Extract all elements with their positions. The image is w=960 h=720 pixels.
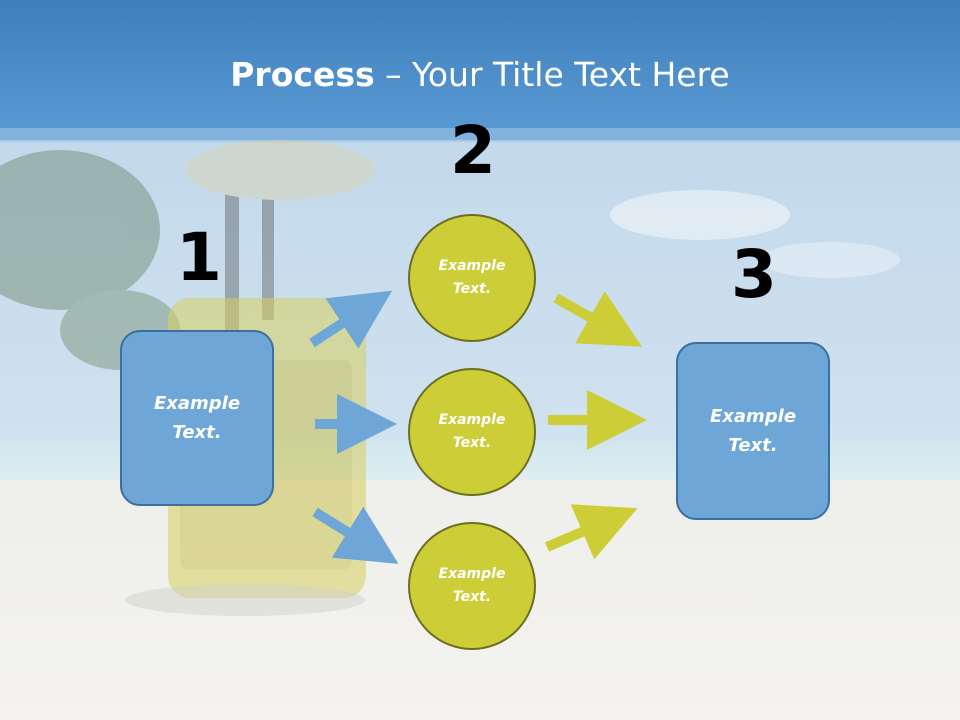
slide-title: Process – Your Title Text Here: [0, 52, 960, 98]
title-banner: [0, 0, 960, 140]
title-rest: – Your Title Text Here: [374, 55, 730, 94]
step-2-circle-top: Example Text.: [408, 214, 536, 342]
step-3-number: 3: [731, 236, 777, 313]
step-2-label-top: Example Text.: [438, 258, 506, 297]
step-2-label-bottom: Example Text.: [438, 566, 506, 605]
step-1-number: 1: [176, 219, 222, 296]
step-2-circle-bottom: Example Text.: [408, 522, 536, 650]
step-3-box: Example Text.: [676, 342, 830, 520]
step-1-label: Example Text.: [153, 393, 241, 443]
arrow-2-to-3-bottom: [545, 504, 638, 560]
step-1-box: Example Text.: [120, 330, 274, 506]
arrow-1-to-2-top: [309, 290, 393, 349]
title-bold: Process: [230, 55, 375, 94]
step-2-circle-middle: Example Text.: [408, 368, 536, 496]
step-3-label: Example Text.: [709, 406, 797, 456]
step-2-number: 2: [450, 112, 496, 189]
arrow-2-to-3-top: [553, 291, 643, 347]
arrow-1-to-2-bottom: [312, 506, 399, 564]
step-2-label-middle: Example Text.: [438, 412, 506, 451]
